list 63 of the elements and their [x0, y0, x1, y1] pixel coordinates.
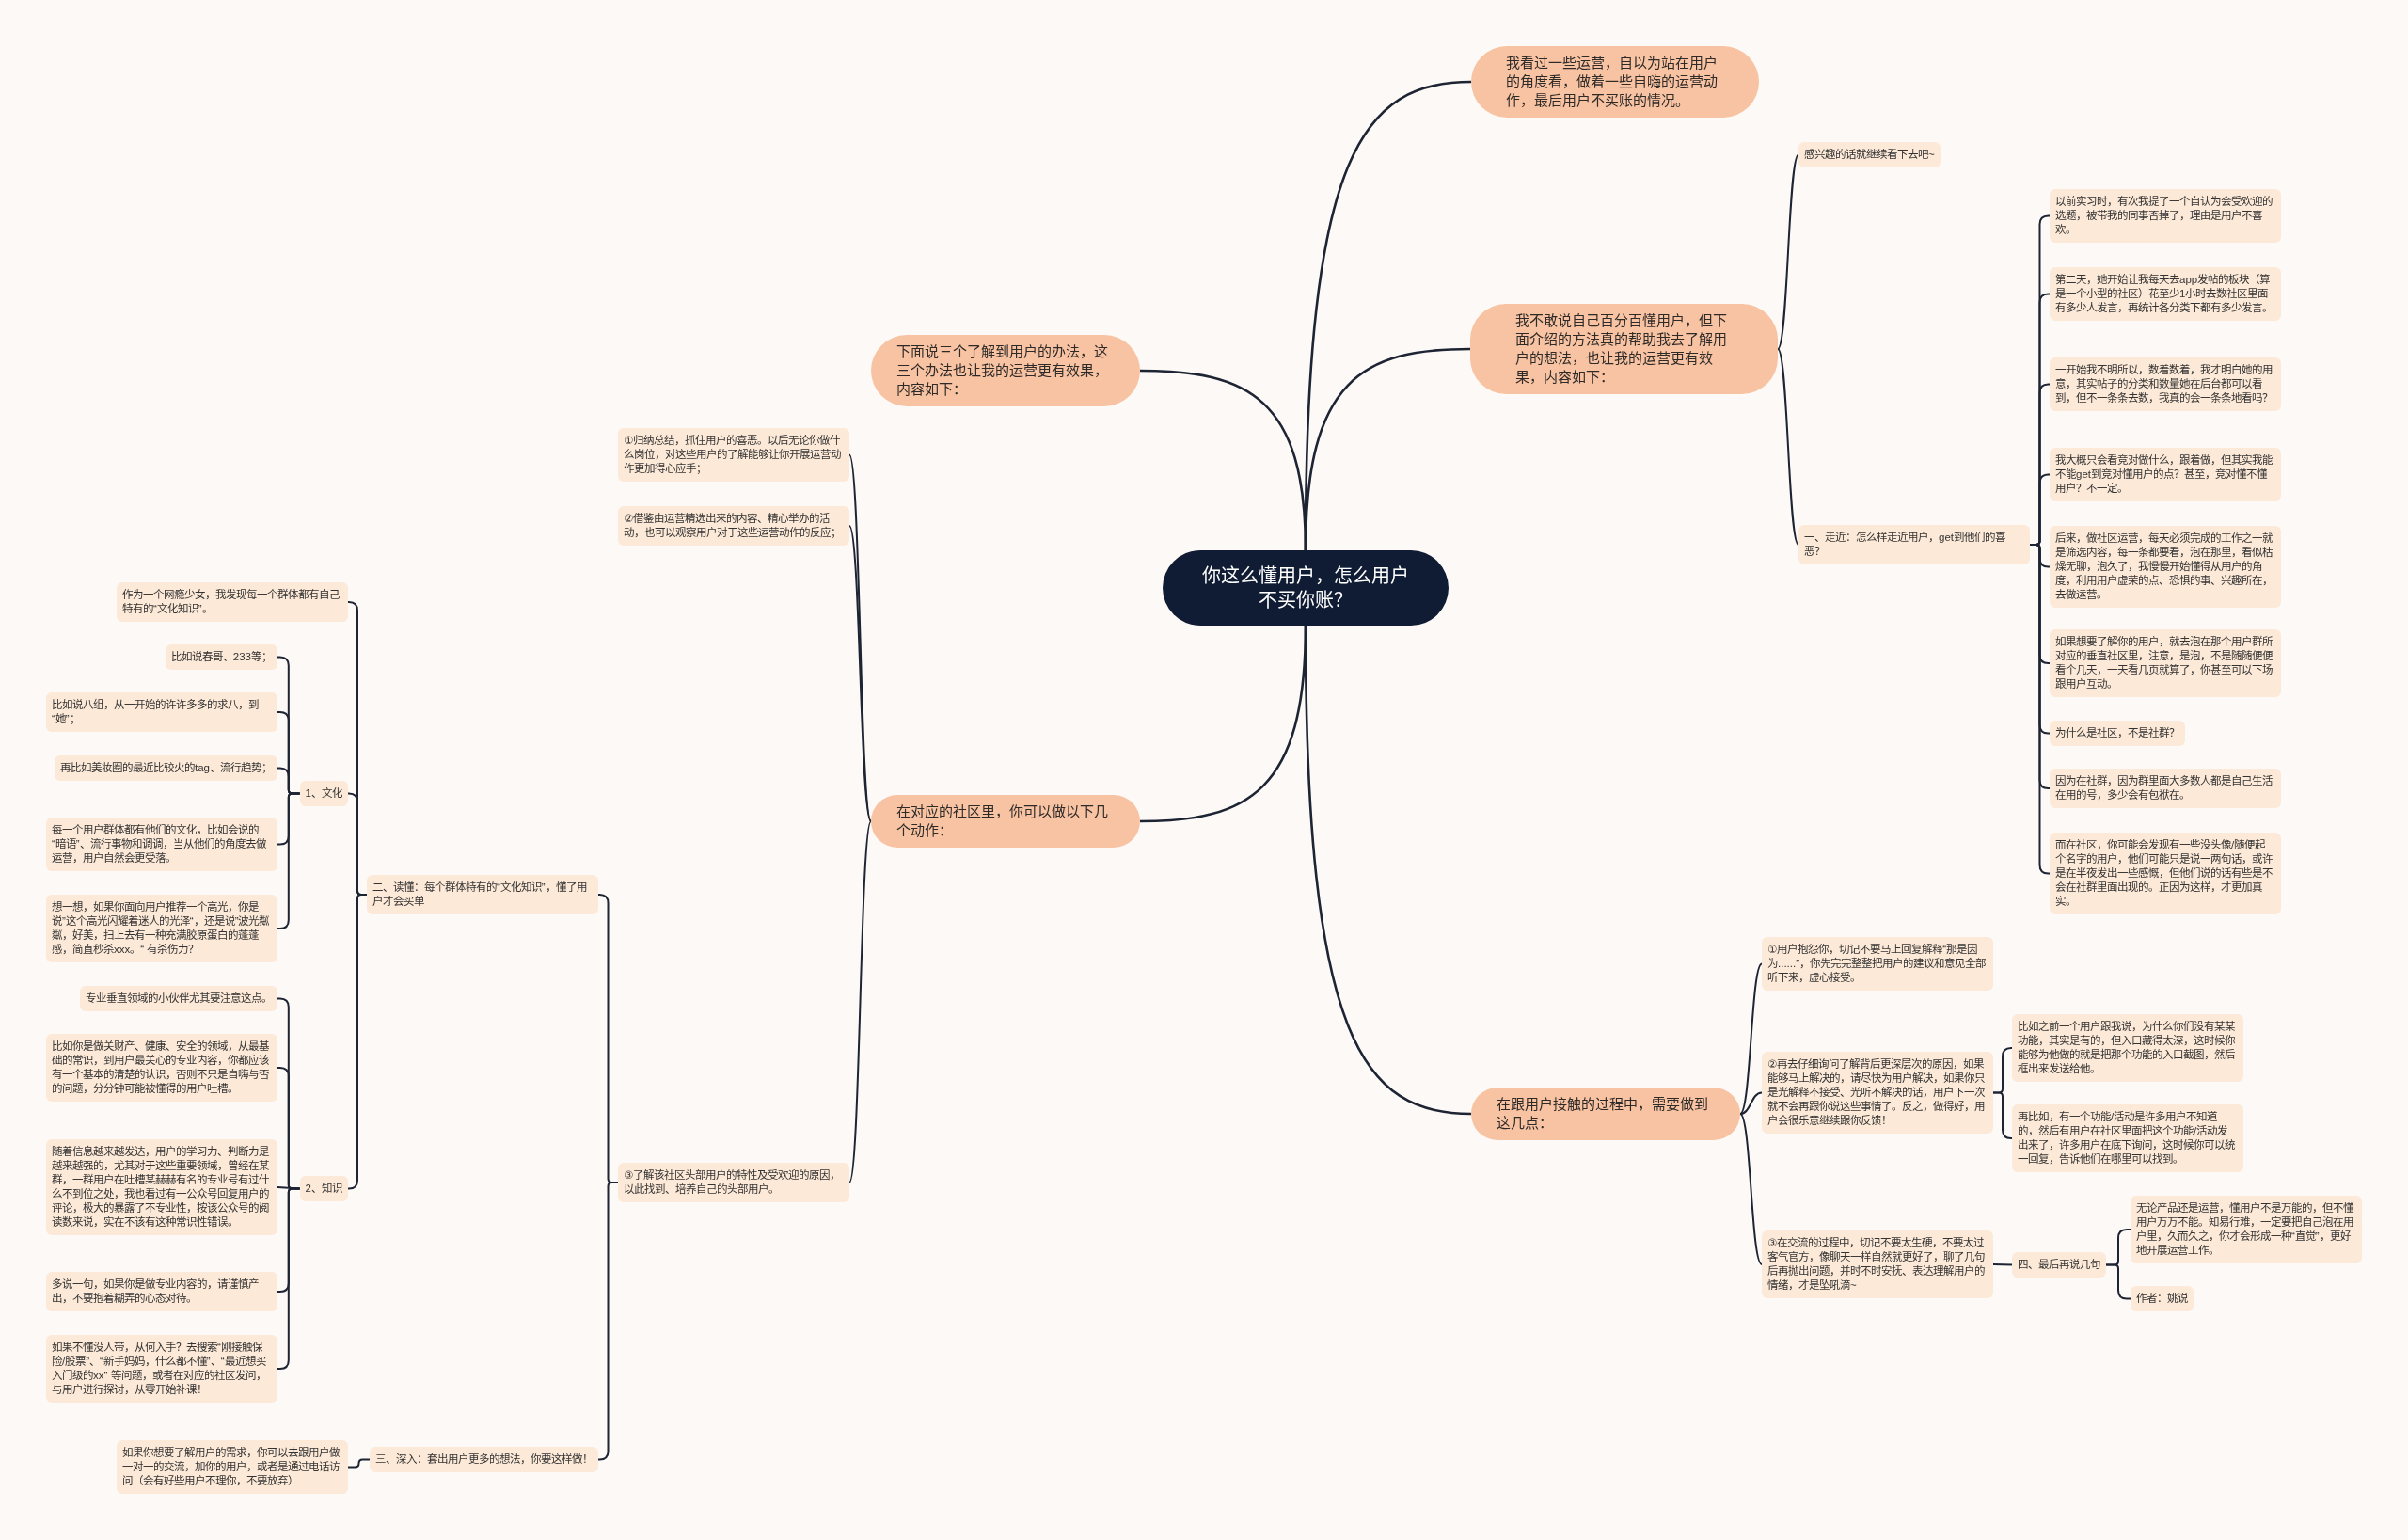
note-card: 三、深入：套出用户更多的想法，你要这样做！ — [370, 1447, 598, 1472]
connector-line — [1739, 1091, 1763, 1115]
note-card: 作者：姚说 — [2131, 1286, 2194, 1311]
connector-line — [1139, 625, 1307, 823]
note-card: 无论产品还是运营，懂用户不是万能的，但不懂用户万万不能。知易行难，一定要把自己泡在用户里，久而久之，你才会形成一种“直觉”，更好地开展运营工作。 — [2131, 1196, 2362, 1263]
topic-bubble: 在跟用户接触的过程中，需要做到这几点： — [1471, 1088, 1740, 1140]
note-card: 我大概只会看竞对做什么，跟着做，但其实我能不能get到竞对懂用户的点？甚至，竞对懂不懂用户？不一定。 — [2050, 448, 2281, 501]
topic-bubble: 我看过一些运营，自以为站在用户的角度看，做着一些自嗨的运营动作，最后用户不买账的情况。 — [1471, 46, 1759, 118]
note-card: 再比如美妆圈的最近比较火的tag、流行趋势； — [55, 755, 277, 781]
note-card: ①归纳总结，抓住用户的喜恶。以后无论你做什么岗位，对这些用户的了解能够让你开展运营动作更加得心应手； — [618, 428, 849, 482]
note-card: 多说一句，如果你是做专业内容的，请谨慎产出，不要抱着糊弄的心态对待。 — [46, 1272, 277, 1311]
note-card: 二、读懂：每个群体特有的“文化知识”，懂了用户才会买单 — [367, 875, 598, 914]
note-card: 第二天，她开始让我每天去app发帖的板块（算是一个小型的社区）花至少1小时去数社区里面有多少人发言，再统计各分类下都有多少发言。 — [2050, 267, 2281, 321]
connector-line — [848, 820, 872, 1183]
connector-line — [1739, 1113, 1763, 1265]
note-card: 一开始我不明所以，数着数着，我才明白她的用意，其实帖子的分类和数量她在后台都可以看到，但不一条条去数，我真的会一条条地看吗？ — [2050, 357, 2281, 411]
connector-line — [1139, 369, 1307, 551]
note-card: 后来，做社区运营，每天必须完成的工作之一就是筛选内容，每一条都要看，泡在那里，看似枯燥无聊，泡久了，我慢慢开始懂得从用户的角度，利用用户虚荣的点、恐惧的事、兴趣所在，去做运营。 — [2050, 526, 2281, 608]
connector-line — [1777, 348, 1799, 546]
note-card: 专业垂直领域的小伙伴尤其要注意这点。 — [80, 986, 277, 1011]
note-card: 再比如，有一个功能/活动是许多用户不知道的，然后有用户在社区里面把这个功能/活动发出来了，许多用户在底下询问，这时候你可以统一回复，告诉他们在哪里可以找到。 — [2012, 1104, 2243, 1172]
note-card: 感兴趣的话就继续看下去吧~ — [1798, 142, 1941, 167]
connector-line — [347, 1458, 371, 1469]
connector-line — [1992, 1263, 2013, 1266]
connector-line — [1739, 962, 1763, 1115]
note-card: ②借鉴由运营精选出来的内容、精心举办的活动，也可以观察用户对于这些运营动作的反应； — [618, 506, 849, 546]
connector-line — [848, 525, 872, 822]
note-card: 每一个用户群体都有他们的文化，比如会说的“暗语”、流行事物和调调，当从他们的角度去做运营，用户自然会更受落。 — [46, 818, 277, 871]
note-card: ②再去仔细询问了解背后更深层次的原因，如果能够马上解决的，请尽快为用户解决，如果你只是光解释不接受、光听不解决的话，用户下一次就不会再跟你说这些事情了。反之，做得好，用户会很乐意继续跟你反馈！ — [1762, 1052, 1993, 1134]
connector-line — [277, 792, 301, 929]
note-card: 1、文化 — [299, 781, 348, 806]
note-card: 想一想，如果你面向用户推荐一个高光，你是说”这个高光闪耀着迷人的光泽“，还是说”波光粼粼，好美，扫上去有一种充满胶原蛋白的蓬蓬感，简直秒杀xxx。“ 有杀伤力？ — [46, 895, 277, 962]
note-card: 如果不懂没人带，从何入手？去搜索“刚接触保险/股票”、“新手妈妈，什么都不懂”、“最近想买入门级的xx” 等问题，或者在对应的社区发问，与用户进行探讨，从零开始补课！ — [46, 1335, 277, 1403]
note-card: 比如之前一个用户跟我说，为什么你们没有某某功能，其实是有的，但入口藏得太深，这时候你能够为他做的就是把那个功能的入口截图，然后框出来发送给他。 — [2012, 1014, 2243, 1082]
connector-line — [597, 1182, 619, 1461]
note-card: 因为在社群，因为群里面大多数人都是自己生活在用的号，多少会有包袱在。 — [2050, 769, 2281, 808]
connector-line — [277, 1186, 301, 1190]
note-card: 以前实习时，有次我提了一个自认为会受欢迎的选题，被带我的同事否掉了，理由是用户不喜欢。 — [2050, 189, 2281, 243]
topic-bubble: 下面说三个了解到用户的办法，这三个办法也让我的运营更有效果，内容如下： — [871, 335, 1140, 406]
note-card: 比如说春哥、233等； — [165, 644, 277, 670]
note-card: ③了解该社区头部用户的特性及受欢迎的原因，以此找到、培养自己的头部用户。 — [618, 1163, 849, 1202]
note-card: 为什么是社区，不是社群？ — [2050, 721, 2185, 746]
note-card: 随着信息越来越发达，用户的学习力、判断力是越来越强的，尤其对于这些重要领域，曾经在某群，一群用户在吐槽某赫赫有名的专业号有过什么不到位之处，我也看过有一公众号回复用户的评论，极大的暴露了不专业性，按该公众号的阅读数来说，实在不该有这种常识性错误。 — [46, 1139, 277, 1235]
note-card: 如果想要了解你的用户，就去泡在那个用户群所对应的垂直社区里，注意，是泡，不是随随便便看个几天，一天看几页就算了，你甚至可以下场跟用户互动。 — [2050, 629, 2281, 697]
connector-line — [1777, 153, 1799, 350]
note-card: 一、走近：怎么样走近用户，get到他们的喜恶？ — [1798, 525, 2030, 564]
note-card: 比如你是做关财产、健康、安全的领域，从最基础的常识，到用户最关心的专业内容，你都应该有一个基本的清楚的认识，否则不只是自嗨与否的问题，分分钟可能被懂得的用户吐槽。 — [46, 1034, 277, 1102]
topic-bubble: 我不敢说自己百分百懂用户，但下面介绍的方法真的帮助我去了解用户的想法，也让我的运营更有效果，内容如下： — [1470, 304, 1778, 394]
topic-bubble: 在对应的社区里，你可以做以下几个动作： — [871, 795, 1140, 848]
note-card: ①用户抱怨你，切记不要马上回复解释“那是因为......”，你先完完整整把用户的建议和意见全部听下来，虚心接受。 — [1762, 937, 1993, 991]
note-card: ③在交流的过程中，切记不要太生硬，不要太过客气官方，像聊天一样自然就更好了，聊了几句后再抛出问题，并时不时安抚、表达理解用户的情绪，才是坠吼滴~ — [1762, 1230, 1993, 1298]
note-card: 四、最后再说几句 — [2012, 1252, 2106, 1278]
connector-line — [2029, 544, 2051, 875]
note-card: 作为一个网瘾少女，我发现每一个群体都有自己特有的“文化知识”。 — [117, 582, 348, 622]
central-topic: 你这么懂用户，怎么用户不买你账？ — [1163, 550, 1449, 626]
connector-line — [1992, 1091, 2013, 1139]
note-card: 而在社区，你可能会发现有一些没头像/随便起个名字的用户，他们可能只是说一两句话，或许是在半夜发出一些感慨，但他们说的话有些是不会在社群里面出现的。正因为这样，才更加真实。 — [2050, 833, 2281, 914]
note-card: 比如说八组，从一开始的许许多多的求八，到“她”； — [46, 692, 277, 732]
note-card: 如果你想要了解用户的需求，你可以去跟用户做一对一的交流，加你的用户，或者是通过电话访问（会有好些用户不理你，不要放弃） — [117, 1440, 348, 1494]
connector-line — [2105, 1263, 2131, 1300]
note-card: 2、知识 — [299, 1176, 348, 1201]
connector-line — [347, 894, 368, 1190]
connector-line — [277, 1187, 301, 1370]
